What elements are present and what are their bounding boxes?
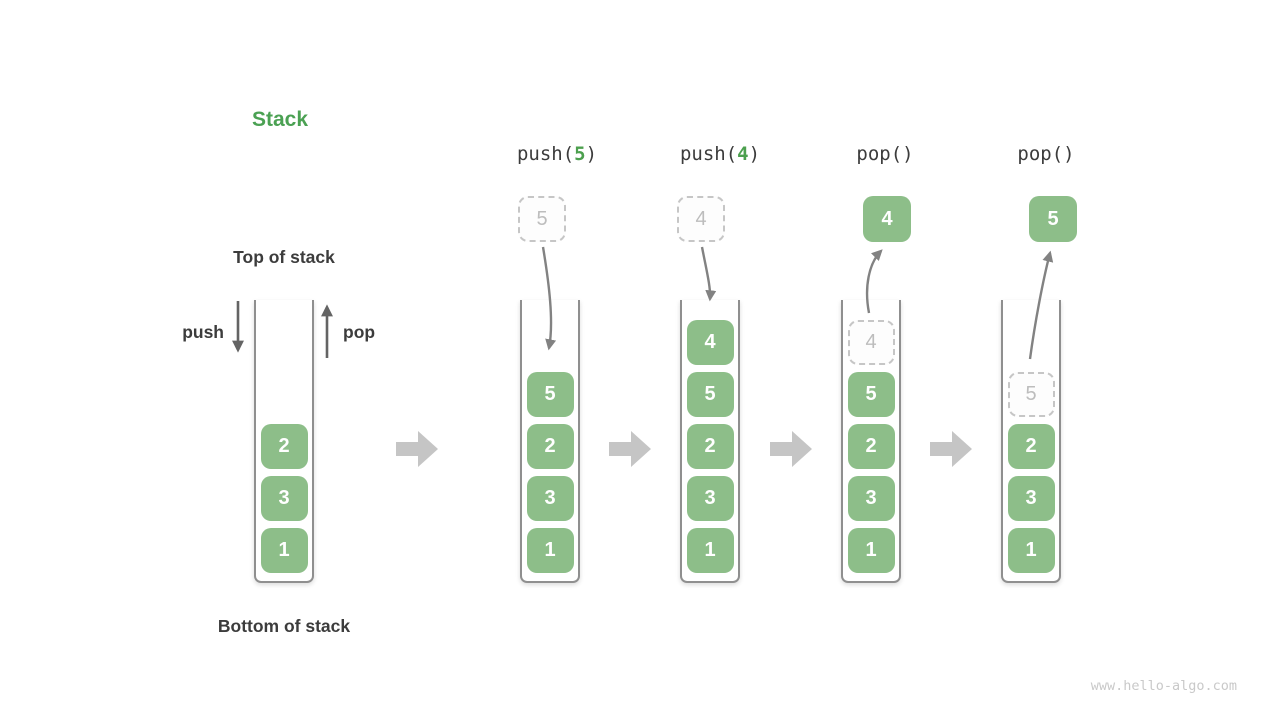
push-label: push — [182, 322, 224, 342]
stack-cell: 3 — [260, 476, 308, 521]
flow-arrow-icon — [770, 431, 812, 467]
popped-value-box-4: 4 — [863, 196, 911, 242]
operation-label-pop-second: pop() — [961, 143, 1131, 165]
op-argument: 5 — [574, 143, 586, 165]
stack-cell: 5 — [847, 372, 895, 417]
page-title: Stack — [251, 108, 309, 131]
stack-cell: 3 — [1007, 476, 1055, 521]
flow-arrow-icon — [396, 431, 438, 467]
push4-curve-arrow-icon — [700, 246, 717, 302]
stack-container-after-pop5: 5 2 3 1 — [1001, 300, 1061, 583]
ghost-cell-popped-4: 4 — [847, 320, 895, 365]
stack-cell: 3 — [847, 476, 895, 521]
op-prefix: push( — [516, 143, 575, 165]
stack-cell: 2 — [686, 424, 734, 469]
op-prefix: pop() — [1017, 143, 1075, 165]
incoming-value-box-4: 4 — [677, 196, 725, 242]
operation-label-pop-first: pop() — [800, 143, 970, 165]
op-argument: 4 — [737, 143, 749, 165]
op-suffix: ) — [748, 143, 761, 165]
op-prefix: pop() — [856, 143, 914, 165]
stack-cell: 1 — [847, 528, 895, 573]
stack-cell: 5 — [686, 372, 734, 417]
stack-cell: 1 — [1007, 528, 1055, 573]
flow-arrow-icon — [609, 431, 651, 467]
stack-cell: 1 — [526, 528, 574, 573]
stack-cell: 4 — [686, 320, 734, 365]
stack-cell: 2 — [526, 424, 574, 469]
stack-cell: 3 — [686, 476, 734, 521]
op-prefix: push( — [679, 143, 738, 165]
stack-container-after-pop4: 4 5 2 3 1 — [841, 300, 901, 583]
pop-label: pop — [343, 322, 376, 342]
op-suffix: ) — [585, 143, 598, 165]
watermark: www.hello-algo.com — [1090, 678, 1237, 694]
stack-cell: 2 — [1007, 424, 1055, 469]
flow-arrow-icon — [930, 431, 972, 467]
top-of-stack-label: Top of stack — [233, 247, 335, 267]
stack-cell: 5 — [526, 372, 574, 417]
stack-cell: 1 — [260, 528, 308, 573]
stack-cell: 2 — [847, 424, 895, 469]
stack-container-after-push5: 5 2 3 1 — [520, 300, 580, 583]
operation-label-push4: push(4) — [635, 143, 805, 165]
stack-cell: 1 — [686, 528, 734, 573]
ghost-cell-popped-5: 5 — [1007, 372, 1055, 417]
stack-container-after-push4: 4 5 2 3 1 — [680, 300, 740, 583]
operation-label-push5: push(5) — [472, 143, 642, 165]
stack-cell: 3 — [526, 476, 574, 521]
incoming-value-box-5: 5 — [518, 196, 566, 242]
popped-value-box-5: 5 — [1029, 196, 1077, 242]
stack-container-initial: 2 3 1 — [254, 300, 314, 583]
stack-cell: 2 — [260, 424, 308, 469]
bottom-of-stack-label: Bottom of stack — [217, 616, 351, 636]
